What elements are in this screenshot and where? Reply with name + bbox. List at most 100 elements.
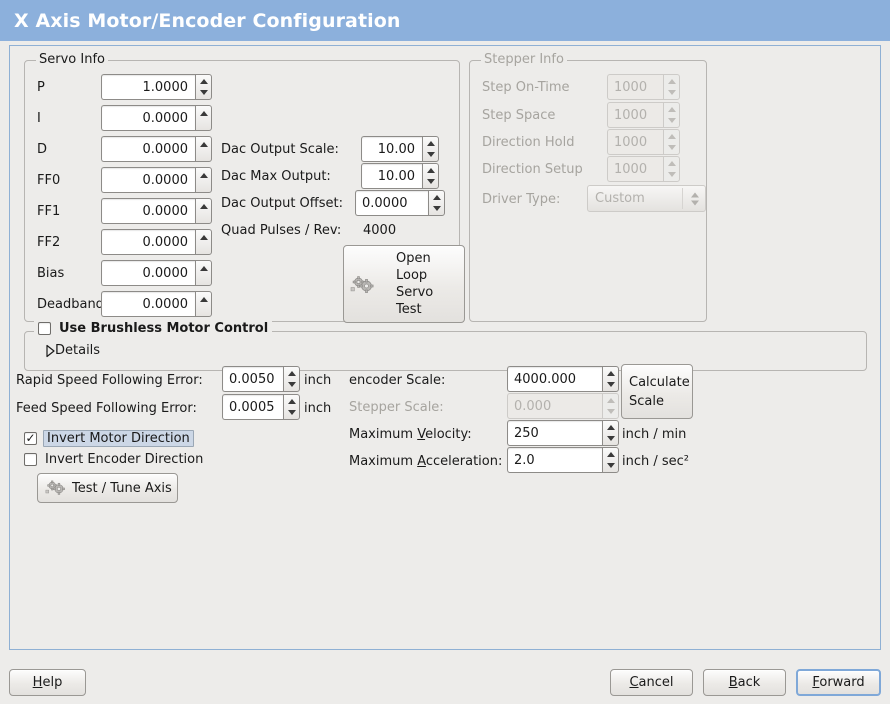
- spin-encoder-scale-stepper[interactable]: [602, 366, 619, 392]
- spin-stepper-scale-value: 0.000: [507, 393, 602, 419]
- spin-d-value[interactable]: 0.0000: [101, 136, 195, 162]
- spin-ff1-stepper[interactable]: [195, 198, 212, 224]
- spin-feed-following-error[interactable]: 0.0005: [222, 394, 300, 420]
- label-step-on-time: Step On-Time: [482, 80, 570, 95]
- checkbox-box[interactable]: ✓: [38, 322, 51, 335]
- label-driver-type: Driver Type:: [482, 192, 561, 207]
- checkbox-box[interactable]: ✓: [24, 431, 37, 445]
- label-direction-hold: Direction Hold: [482, 135, 575, 150]
- spin-dac-output-scale-stepper[interactable]: [422, 136, 439, 162]
- spin-deadband-value[interactable]: 0.0000: [101, 291, 195, 317]
- invert-motor-direction-checkbox[interactable]: ✓ Invert Motor Direction: [24, 430, 194, 447]
- stepper-info-frame-title: Stepper Info: [481, 52, 567, 67]
- label-maximum-acceleration: Maximum Acceleration:: [349, 454, 503, 469]
- spin-p-value[interactable]: 1.0000: [101, 74, 195, 100]
- page-title: X Axis Motor/Encoder Configuration: [14, 9, 401, 32]
- spin-stepper-scale-stepper: [602, 393, 619, 419]
- spin-feed-following-error-stepper[interactable]: [283, 394, 300, 420]
- label-rapid-speed-following-error: Rapid Speed Following Error:: [16, 373, 203, 388]
- label-deadband: Deadband: [37, 297, 104, 312]
- spin-p[interactable]: 1.0000: [101, 74, 212, 100]
- spin-feed-following-error-value[interactable]: 0.0005: [222, 394, 283, 420]
- spin-step-on-time-value: 1000: [607, 74, 663, 100]
- details-expander[interactable]: Details: [37, 343, 100, 358]
- unit-maximum-acceleration: inch / sec²: [622, 454, 690, 469]
- label-p: P: [37, 80, 45, 95]
- spin-bias[interactable]: 0.0000: [101, 260, 212, 286]
- spin-d[interactable]: 0.0000: [101, 136, 212, 162]
- spin-ff0-value[interactable]: 0.0000: [101, 167, 195, 193]
- spin-maximum-velocity[interactable]: 250: [507, 420, 619, 446]
- brushless-motor-frame: ✓ Use Brushless Motor Control Details: [24, 321, 867, 371]
- spin-maximum-velocity-stepper[interactable]: [602, 420, 619, 446]
- spin-deadband-stepper[interactable]: [195, 291, 212, 317]
- spin-i-stepper[interactable]: [195, 105, 212, 131]
- spin-maximum-velocity-value[interactable]: 250: [507, 420, 602, 446]
- back-button-label: Back: [728, 675, 761, 690]
- servo-info-frame: Servo Info P I D FF0 FF1 FF2 Bias Deadba…: [24, 52, 465, 323]
- spin-dac-max-output[interactable]: 10.00: [361, 163, 439, 189]
- invert-encoder-direction-checkbox[interactable]: ✓ Invert Encoder Direction: [24, 452, 203, 467]
- label-i: I: [37, 111, 41, 126]
- label-maximum-velocity: Maximum Velocity:: [349, 427, 472, 442]
- spin-encoder-scale-value[interactable]: 4000.000: [507, 366, 602, 392]
- use-brushless-motor-control-checkbox[interactable]: ✓ Use Brushless Motor Control: [34, 321, 273, 336]
- spin-ff2[interactable]: 0.0000: [101, 229, 212, 255]
- spin-rapid-following-error-value[interactable]: 0.0050: [222, 366, 283, 392]
- spin-maximum-acceleration-stepper[interactable]: [602, 447, 619, 473]
- spin-ff1[interactable]: 0.0000: [101, 198, 212, 224]
- spin-deadband[interactable]: 0.0000: [101, 291, 212, 317]
- servo-info-frame-title: Servo Info: [36, 52, 108, 67]
- spin-dac-output-offset-value[interactable]: 0.0000: [355, 190, 428, 216]
- label-dac-max-output: Dac Max Output:: [221, 169, 331, 184]
- label-quad-pulses-rev: Quad Pulses / Rev:: [221, 223, 342, 238]
- help-button[interactable]: Help: [9, 669, 86, 696]
- spin-d-stepper[interactable]: [195, 136, 212, 162]
- spin-rapid-following-error-stepper[interactable]: [283, 366, 300, 392]
- spin-dac-output-scale-value[interactable]: 10.00: [361, 136, 422, 162]
- spin-p-stepper[interactable]: [195, 74, 212, 100]
- forward-button-label: Forward: [812, 675, 865, 690]
- back-button[interactable]: Back: [703, 669, 786, 696]
- spin-direction-hold: 1000: [607, 129, 680, 155]
- help-button-label: Help: [32, 675, 63, 690]
- spin-bias-stepper[interactable]: [195, 260, 212, 286]
- unit-feed-following-error: inch: [304, 401, 332, 416]
- spin-ff0-stepper[interactable]: [195, 167, 212, 193]
- invert-encoder-direction-label: Invert Encoder Direction: [45, 452, 204, 467]
- label-bias: Bias: [37, 266, 65, 281]
- spin-dac-max-output-stepper[interactable]: [422, 163, 439, 189]
- spin-dac-max-output-value[interactable]: 10.00: [361, 163, 422, 189]
- spin-maximum-acceleration-value[interactable]: 2.0: [507, 447, 602, 473]
- label-stepper-scale: Stepper Scale:: [349, 400, 444, 415]
- test-tune-axis-button[interactable]: Test / Tune Axis: [37, 473, 178, 503]
- spin-dac-output-scale[interactable]: 10.00: [361, 136, 439, 162]
- spin-direction-hold-stepper: [663, 129, 680, 155]
- spin-step-space-stepper: [663, 102, 680, 128]
- spin-bias-value[interactable]: 0.0000: [101, 260, 195, 286]
- cancel-button[interactable]: Cancel: [610, 669, 693, 696]
- checkbox-box[interactable]: ✓: [24, 453, 37, 466]
- calculate-scale-button[interactable]: Calculate Scale: [621, 364, 693, 419]
- forward-button[interactable]: Forward: [796, 669, 881, 696]
- label-encoder-scale: encoder Scale:: [349, 373, 446, 388]
- spin-i[interactable]: 0.0000: [101, 105, 212, 131]
- spin-ff1-value[interactable]: 0.0000: [101, 198, 195, 224]
- label-d: D: [37, 142, 48, 157]
- spin-rapid-following-error[interactable]: 0.0050: [222, 366, 300, 392]
- spin-maximum-acceleration[interactable]: 2.0: [507, 447, 619, 473]
- spin-ff0[interactable]: 0.0000: [101, 167, 212, 193]
- spin-direction-setup-stepper: [663, 156, 680, 182]
- spin-dac-output-offset-stepper[interactable]: [428, 190, 445, 216]
- label-step-space: Step Space: [482, 108, 556, 123]
- value-quad-pulses-rev: 4000: [363, 223, 397, 238]
- spin-dac-output-offset[interactable]: 0.0000: [355, 190, 445, 216]
- open-loop-servo-test-button[interactable]: Open Loop Servo Test: [343, 245, 465, 323]
- spin-ff2-stepper[interactable]: [195, 229, 212, 255]
- spin-i-value[interactable]: 0.0000: [101, 105, 195, 131]
- label-ff1: FF1: [37, 204, 61, 219]
- spin-step-space-value: 1000: [607, 102, 663, 128]
- spin-direction-setup: 1000: [607, 156, 680, 182]
- spin-ff2-value[interactable]: 0.0000: [101, 229, 195, 255]
- spin-encoder-scale[interactable]: 4000.000: [507, 366, 619, 392]
